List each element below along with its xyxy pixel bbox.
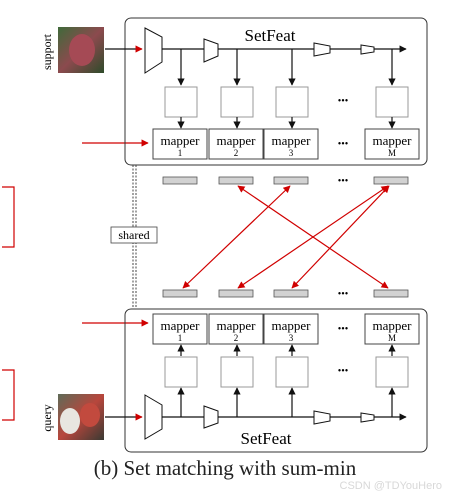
top-attention-box-2	[220, 86, 254, 118]
query-label: query	[40, 404, 54, 431]
support-bird-body	[69, 34, 95, 66]
watermark: CSDN @TDYouHero	[339, 480, 442, 492]
bottom-mapper-2: mapper 2	[208, 313, 264, 345]
figure-caption: (b) Set matching with sum-min	[93, 456, 357, 480]
bottom-token-m	[373, 289, 409, 298]
top-mapper-3: mapper 3	[263, 128, 319, 160]
top-mapper-1: mapper 1	[152, 128, 208, 160]
top-token-1	[162, 176, 198, 185]
shared-label: shared	[118, 228, 149, 242]
top-mapper-3-label: mapper	[272, 133, 312, 148]
support-label: support	[40, 33, 54, 70]
top-attention-box-3	[275, 86, 309, 118]
top-mapper-2: mapper 2	[208, 128, 264, 160]
top-backbone-stage-4	[360, 44, 375, 55]
top-mapper-m-index: M	[388, 148, 396, 158]
bottom-token-1	[162, 289, 198, 298]
top-backbone-stage-3	[313, 42, 331, 57]
top-ellipsis-row-2: •••	[338, 139, 349, 150]
top-mapper-m: mapper M	[364, 128, 420, 160]
bottom-mapper-1-label: mapper	[161, 318, 201, 333]
left-bracket-top	[2, 186, 15, 248]
top-attention-box-4	[375, 86, 409, 118]
bottom-mapper-2-index: 2	[234, 333, 239, 343]
bottom-backbone-stage-2	[203, 405, 219, 429]
bottom-mapper-2-label: mapper	[217, 318, 257, 333]
top-mapper-1-index: 1	[178, 148, 183, 158]
bottom-setfeat-block	[124, 308, 428, 453]
top-setfeat-block	[124, 17, 428, 166]
top-attention-box-1	[164, 86, 198, 118]
bottom-mapper-1-index: 1	[178, 333, 183, 343]
top-mapper-3-index: 3	[289, 148, 294, 158]
top-block-title: SetFeat	[245, 26, 296, 45]
left-bracket-bottom	[2, 369, 15, 421]
top-token-ellipsis: •••	[338, 176, 349, 187]
bottom-attention-box-3	[275, 356, 309, 388]
bottom-attention-box-2	[220, 356, 254, 388]
match-arrow-3-to-bottom-1	[182, 185, 291, 289]
bottom-attention-box-1	[164, 356, 198, 388]
bottom-mapper-3-index: 3	[289, 333, 294, 343]
query-bird-body-2	[80, 403, 100, 427]
bottom-ellipsis-row-2: •••	[338, 366, 349, 377]
top-token-3	[273, 176, 309, 185]
bottom-mapper-m: mapper M	[364, 313, 420, 345]
top-backbone-stage-1	[144, 27, 163, 74]
top-mapper-1-label: mapper	[161, 133, 201, 148]
bottom-mapper-1: mapper 1	[152, 313, 208, 345]
bottom-token-3	[273, 289, 309, 298]
top-token-m	[373, 176, 409, 185]
bottom-mapper-m-index: M	[388, 333, 396, 343]
shared-label-box	[110, 226, 158, 244]
bottom-backbone-stage-4	[360, 412, 375, 423]
bottom-token-ellipsis: •••	[338, 289, 349, 300]
query-bird-body	[60, 408, 80, 434]
bottom-mapper-3-label: mapper	[272, 318, 312, 333]
bottom-token-2	[218, 289, 254, 298]
bottom-ellipsis-row-1: •••	[338, 324, 349, 335]
bottom-block-title: SetFeat	[241, 429, 292, 448]
top-ellipsis-row-1: •••	[338, 96, 349, 107]
top-mapper-2-index: 2	[234, 148, 239, 158]
match-arrow-m-to-bottom-3	[291, 185, 390, 289]
bottom-backbone-stage-1	[144, 394, 163, 440]
bottom-attention-box-4	[375, 356, 409, 388]
top-backbone-stage-2	[203, 38, 219, 63]
top-mapper-2-label: mapper	[217, 133, 257, 148]
bottom-backbone-stage-3	[313, 410, 331, 425]
top-token-2	[218, 176, 254, 185]
bottom-mapper-3: mapper 3	[263, 313, 319, 345]
top-mapper-m-label: mapper	[373, 133, 413, 148]
bottom-mapper-m-label: mapper	[373, 318, 413, 333]
